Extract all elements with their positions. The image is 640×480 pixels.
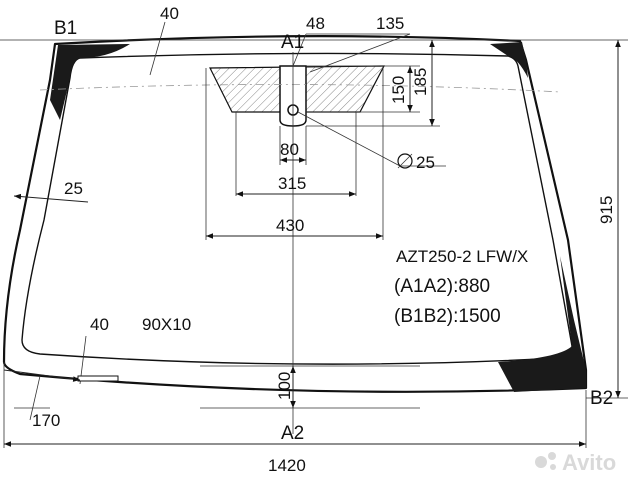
dim-315: 315 bbox=[278, 174, 306, 193]
b1b2-spec: (B1B2):1500 bbox=[394, 306, 501, 327]
ceramic-corner-top-right bbox=[490, 42, 528, 78]
point-a2-label: A2 bbox=[281, 423, 304, 444]
dim-40-top: 40 bbox=[160, 4, 179, 23]
dim-48: 48 bbox=[306, 14, 325, 33]
a1a2-spec: (A1A2):880 bbox=[394, 276, 490, 297]
dim-185: 185 bbox=[411, 68, 430, 96]
diameter-symbol bbox=[397, 153, 413, 169]
dim-25-side: 25 bbox=[64, 179, 83, 198]
dim-diameter-25: 25 bbox=[416, 153, 435, 172]
dim-430: 430 bbox=[276, 216, 304, 235]
glass-inner-outline bbox=[21, 52, 573, 365]
dim-40-bottom: 40 bbox=[90, 315, 109, 334]
vin-strip bbox=[77, 375, 119, 382]
point-b1-label: B1 bbox=[54, 18, 77, 39]
watermark-logo: Avito bbox=[535, 450, 616, 475]
glass-outer-outline bbox=[2, 35, 588, 393]
dim-915: 915 bbox=[597, 196, 616, 224]
dim-90x10: 90X10 bbox=[142, 315, 191, 334]
ceramic-corner-bottom-right bbox=[498, 256, 586, 392]
dim-170: 170 bbox=[32, 411, 60, 430]
dim-1420: 1420 bbox=[268, 456, 306, 475]
point-b2-label: B2 bbox=[590, 388, 613, 409]
dim-150: 150 bbox=[389, 76, 408, 104]
model-code: AZT250-2 LFW/X bbox=[396, 247, 528, 266]
point-a1-label: A1 bbox=[281, 32, 304, 53]
watermark-text: Avito bbox=[562, 450, 616, 475]
ceramic-corner-top-left bbox=[50, 44, 130, 120]
dim-80: 80 bbox=[280, 140, 299, 159]
dim-135: 135 bbox=[376, 14, 404, 33]
dim-100: 100 bbox=[275, 372, 294, 400]
